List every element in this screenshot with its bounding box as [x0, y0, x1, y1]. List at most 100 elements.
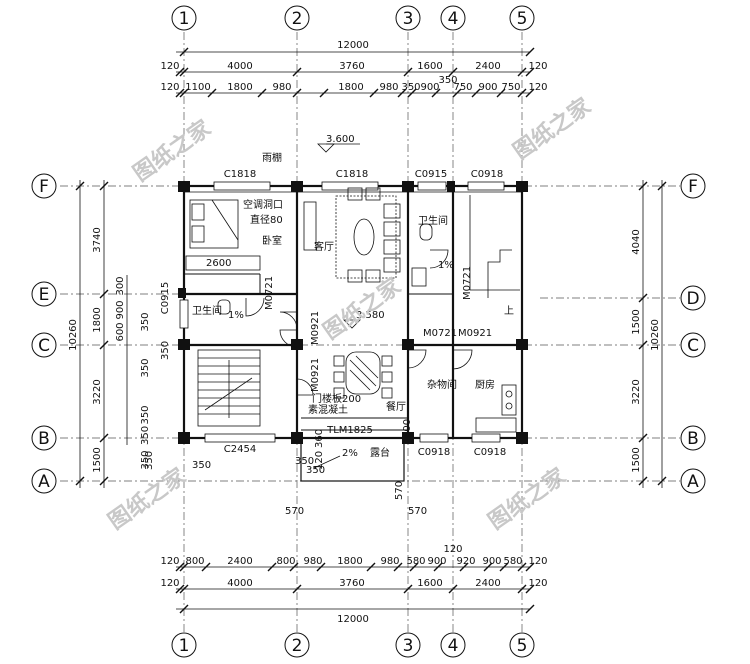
left-dimensions: 10260 3740 1800 3220 1500 300 900 600 35… [68, 227, 171, 472]
door-m0721-b: M0721 [462, 266, 473, 300]
watermark-4: 图纸之家 [104, 463, 192, 535]
label-terrace: 露台 [370, 446, 390, 459]
dim-350-b: 350 [192, 460, 211, 471]
dim-top-main-3: 1600 [417, 61, 442, 72]
dim-right-main-2: 3220 [631, 379, 642, 404]
dim-bottom-detail-7: 580 [406, 556, 425, 567]
dim-top-detail-3: 980 [272, 82, 291, 93]
dim-bottom-detail-10: 900 [482, 556, 501, 567]
door-m0921-a: M0921 [310, 311, 321, 345]
window-c0918-a: C0918 [471, 169, 503, 180]
door-m0721-a: M0721 [264, 276, 275, 310]
dim-570-a: 570 [285, 506, 304, 517]
slope-bathroom-lower: 1% [228, 310, 244, 321]
door-m0921-b: M0921 [310, 358, 321, 392]
dimension-lines [79, 51, 663, 610]
dim-top-detail-4: 1800 [338, 82, 363, 93]
dim-top-main-0: 120 [160, 61, 179, 72]
dim-570-c: 570 [394, 481, 405, 500]
dim-top-total: 12000 [337, 40, 369, 51]
dim-left-small-0: 350 [140, 426, 151, 445]
slope-bathroom-upper: 1% [438, 260, 454, 271]
axis-row-E-left: E [39, 285, 50, 305]
dim-bottom-detail-12: 120 [528, 556, 547, 567]
dim-350-a: 350 [295, 456, 314, 467]
dim-bottom-main-3: 1600 [417, 578, 442, 589]
watermark-5: 图纸之家 [484, 463, 572, 535]
dim-top-main-5: 120 [528, 61, 547, 72]
dim-bottom-detail-6: 980 [380, 556, 399, 567]
dim-right-outer: 10260 [650, 319, 661, 351]
dim-bottom-main-0: 120 [160, 578, 179, 589]
label-stair-up: 上 [504, 305, 514, 317]
bed [185, 199, 261, 271]
dimension-ticks [75, 47, 667, 614]
label-bedroom: 卧室 [262, 234, 282, 247]
dim-bottom-detail-2: 2400 [227, 556, 252, 567]
living-furniture [303, 187, 401, 283]
dim-360-mid: 360 [314, 429, 325, 448]
dim-left-main-1: 1800 [92, 307, 103, 332]
label-bathroom-lower: 卫生间 [192, 304, 222, 317]
dim-bottom-main-4: 2400 [475, 578, 500, 589]
axis-col-1-top: 1 [179, 9, 190, 29]
label-plain-concrete: 素混凝土 [308, 403, 348, 416]
axis-row-F-left: F [39, 177, 49, 197]
slopes: 1% 1% 2% [228, 260, 454, 469]
columns [178, 181, 528, 444]
dim-right-main-3: 1500 [631, 447, 642, 472]
dim-bottom-120: 120 [443, 544, 462, 555]
fixtures [217, 223, 517, 433]
dining-table [333, 351, 393, 399]
axis-labels: 1 2 3 4 5 1 2 3 4 5 F E C B A F D C B A [38, 9, 699, 656]
dim-bottom-detail-4: 980 [303, 556, 322, 567]
dim-bottom-detail-11: 580 [503, 556, 522, 567]
stair [197, 195, 520, 427]
dim-top-detail-9: 900 [478, 82, 497, 93]
dim-570-b: 570 [408, 506, 427, 517]
watermark-1: 图纸之家 [129, 115, 217, 187]
level-mid: 3.580 [356, 310, 385, 321]
axis-col-5-top: 5 [517, 9, 528, 29]
dim-bottom-main-1: 4000 [227, 578, 252, 589]
label-kitchen: 厨房 [475, 378, 495, 391]
label-dining-room: 餐厅 [386, 400, 406, 413]
right-dimensions: 4040 1500 3220 1500 10260 [631, 229, 661, 472]
dim-top-detail-7: 900 [420, 82, 439, 93]
dim-top-detail-0: 120 [160, 82, 179, 93]
dim-bottom-total: 12000 [337, 614, 369, 625]
axis-col-2-bottom: 2 [292, 636, 303, 656]
axis-col-4-top: 4 [448, 9, 459, 29]
axis-row-B-left: B [38, 429, 50, 449]
dim-120-mid: 120 [314, 451, 325, 470]
axis-row-A-right: A [687, 472, 699, 492]
axis-bubbles [31, 5, 706, 658]
label-porch-slab: 门楼板200 [312, 392, 361, 405]
axis-row-B-right: B [687, 429, 699, 449]
window-c2454: C2454 [224, 444, 256, 455]
axis-row-D-right: D [686, 289, 699, 309]
dim-bottom-detail-3: 800 [276, 556, 295, 567]
dim-bottom-detail-0: 120 [160, 556, 179, 567]
dim-top-main-2: 3760 [339, 61, 364, 72]
window-labels: C1818 C1818 C0915 C0918 C2454 C0918 C091… [224, 169, 506, 458]
dim-bottom-detail-1: 800 [185, 556, 204, 567]
bottom-dimensions: 120 120 800 2400 800 980 1800 980 580 90… [160, 544, 547, 625]
axis-grid [60, 32, 680, 632]
dim-top-detail-6: 350 [401, 82, 420, 93]
levels: 3.600 3.580 [317, 134, 385, 329]
window-c1818-b: C1818 [336, 169, 368, 180]
window-c1818-a: C1818 [224, 169, 256, 180]
misc-dims: 570 570 570 350 350 350 120 360 600 350 … [140, 341, 427, 517]
dim-bottom-main-2: 3760 [339, 578, 364, 589]
dim-top-detail-10: 750 [501, 82, 520, 93]
axis-col-4-bottom: 4 [448, 636, 459, 656]
bed-dim: 2600 [206, 258, 231, 269]
level-top: 3.600 [326, 134, 355, 145]
dim-bottom-detail-8: 900 [427, 556, 446, 567]
dim-left-main-3: 1500 [92, 447, 103, 472]
dim-left-small-1: 350 [160, 341, 171, 360]
door-labels: M0721 M0921 M0921 M0721 M0721 M0921 [264, 266, 492, 392]
axis-col-1-bottom: 1 [179, 636, 190, 656]
